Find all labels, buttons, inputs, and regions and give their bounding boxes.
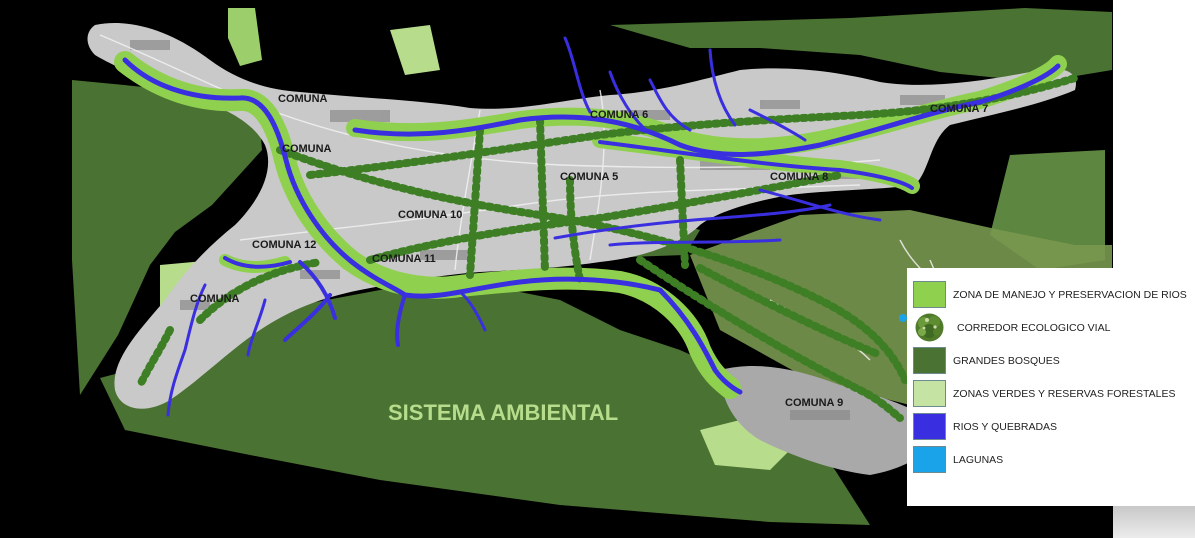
map-legend: ZONA DE MANEJO Y PRESERVACION DE RIOS CO…	[907, 268, 1195, 506]
legend-item-rivers: RIOS Y QUEBRADAS	[913, 410, 1195, 443]
comuna-label-far-left: COMUNA	[190, 293, 240, 305]
legend-item-green-zones: ZONAS VERDES Y RESERVAS FORESTALES	[913, 377, 1195, 410]
light-green-square-icon	[913, 281, 946, 308]
comuna-label-5: COMUNA 5	[560, 171, 618, 183]
legend-label: ZONAS VERDES Y RESERVAS FORESTALES	[953, 387, 1176, 400]
comuna-label-10: COMUNA 10	[398, 209, 462, 221]
comuna-label-top-left: COMUNA	[278, 93, 328, 105]
tree-icon	[913, 313, 946, 342]
legend-item-lagoons: LAGUNAS	[913, 443, 1195, 476]
legend-item-forest: GRANDES BOSQUES	[913, 344, 1195, 377]
comuna-label-8: COMUNA 8	[770, 171, 828, 183]
comuna-label-9: COMUNA 9	[785, 397, 843, 409]
cyan-square-icon	[913, 446, 946, 473]
comuna-label-12: COMUNA 12	[252, 239, 316, 251]
legend-label: ZONA DE MANEJO Y PRESERVACION DE RIOS	[953, 288, 1187, 301]
comuna-label-6: COMUNA 6	[590, 109, 648, 121]
legend-label: GRANDES BOSQUES	[953, 354, 1060, 367]
dark-green-square-icon	[913, 347, 946, 374]
forest-west	[72, 80, 262, 395]
blue-square-icon	[913, 413, 946, 440]
comuna-label-7: COMUNA 7	[930, 103, 988, 115]
legend-item-corridor: CORREDOR ECOLOGICO VIAL	[913, 311, 1195, 344]
comuna-label-mid-left: COMUNA	[282, 143, 332, 155]
legend-label: CORREDOR ECOLOGICO VIAL	[957, 321, 1111, 334]
forest-south	[100, 280, 870, 525]
rivers	[122, 36, 1061, 417]
legend-label: RIOS Y QUEBRADAS	[953, 420, 1058, 433]
forest-north	[610, 8, 1112, 82]
green-zone-north-2	[390, 25, 440, 75]
green-zone-north	[228, 8, 262, 66]
legend-label: LAGUNAS	[953, 453, 1004, 466]
urban-area-southeast	[720, 365, 950, 475]
lagoon-marker	[899, 314, 907, 322]
comuna-label-11: COMUNA 11	[372, 253, 436, 265]
page-edge-shadow	[1113, 506, 1195, 538]
map-title: SISTEMA AMBIENTAL	[388, 400, 618, 425]
legend-item-river-zone: ZONA DE MANEJO Y PRESERVACION DE RIOS	[913, 278, 1195, 311]
pale-green-square-icon	[913, 380, 946, 407]
